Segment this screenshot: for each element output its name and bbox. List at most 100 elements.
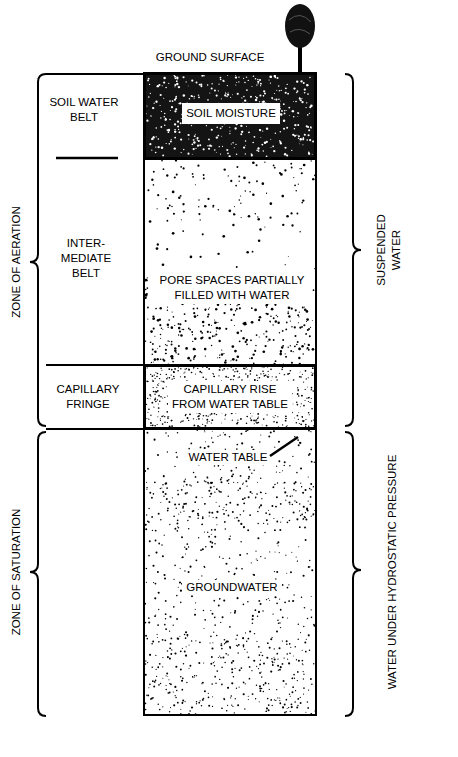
speckle <box>239 376 241 378</box>
speckle <box>275 320 277 322</box>
speckle <box>154 399 156 401</box>
speckle <box>153 493 155 495</box>
speckle <box>180 602 182 604</box>
speckle <box>307 618 308 619</box>
speckle <box>301 202 303 204</box>
speckle <box>252 415 253 417</box>
speckle <box>304 92 306 94</box>
speckle <box>176 77 178 79</box>
speckle <box>300 632 301 633</box>
speckle <box>313 289 315 291</box>
speckle <box>198 702 200 704</box>
speckle <box>251 473 252 474</box>
speckle <box>168 319 170 321</box>
speckle <box>311 609 312 610</box>
speckle <box>276 653 278 655</box>
speckle <box>148 96 150 98</box>
tree <box>285 4 315 72</box>
speckle <box>219 357 220 358</box>
speckle <box>297 698 299 700</box>
speckle <box>194 96 195 97</box>
speckle <box>295 190 297 192</box>
speckle <box>305 333 307 335</box>
speckle <box>171 420 173 422</box>
speckle <box>254 633 255 634</box>
speckle <box>264 93 266 95</box>
speckle <box>247 369 248 370</box>
speckle <box>264 161 265 162</box>
speckle <box>178 86 180 88</box>
speckle <box>169 119 171 121</box>
speckle <box>299 423 300 424</box>
speckle <box>162 263 165 266</box>
speckle <box>174 76 176 78</box>
speckle <box>265 512 267 514</box>
speckle <box>214 465 215 466</box>
speckle <box>282 224 284 226</box>
speckle <box>193 308 195 310</box>
speckle <box>290 320 291 321</box>
speckle <box>214 543 216 545</box>
speckle <box>266 306 267 307</box>
speckle <box>160 94 162 96</box>
speckle <box>211 129 213 131</box>
speckle <box>168 83 169 84</box>
hydrostatic-brace <box>345 432 361 716</box>
speckle <box>264 532 266 534</box>
speckle <box>276 422 278 424</box>
speckle <box>145 635 147 637</box>
speckle <box>296 135 297 136</box>
speckle <box>204 619 206 621</box>
speckle <box>155 669 156 670</box>
speckle <box>225 328 227 330</box>
speckle <box>307 386 308 388</box>
speckle <box>246 126 247 127</box>
speckle <box>174 110 176 112</box>
speckle <box>167 207 169 209</box>
speckle <box>261 144 263 146</box>
speckle <box>296 422 298 423</box>
speckle <box>302 307 304 309</box>
soil-layer-band: SOIL MOISTURE <box>143 72 317 160</box>
speckle <box>195 373 196 374</box>
speckle <box>261 498 262 499</box>
speckle <box>313 419 314 420</box>
speckle <box>307 347 309 349</box>
speckle <box>256 97 258 99</box>
speckle <box>165 119 167 121</box>
speckle <box>231 668 233 670</box>
speckle <box>153 171 155 173</box>
speckle <box>214 413 216 415</box>
speckle <box>285 110 286 111</box>
speckle <box>257 418 259 420</box>
speckle <box>160 117 162 118</box>
speckle <box>198 415 200 417</box>
speckle <box>218 657 219 658</box>
speckle <box>225 563 227 565</box>
speckle <box>152 375 154 377</box>
speckle <box>286 322 288 324</box>
speckle <box>260 434 261 435</box>
speckle <box>305 425 306 426</box>
speckle <box>230 536 231 537</box>
speckle <box>188 369 190 371</box>
speckle <box>305 424 307 426</box>
speckle <box>198 96 200 98</box>
speckle <box>304 306 305 307</box>
speckle <box>178 196 180 198</box>
speckle <box>302 353 304 355</box>
speckle <box>193 367 194 368</box>
speckle <box>253 420 255 422</box>
speckle <box>278 98 280 99</box>
speckle <box>282 339 284 341</box>
speckle <box>230 304 231 305</box>
speckle <box>235 76 237 78</box>
speckle <box>174 177 176 179</box>
speckle <box>215 333 217 335</box>
speckle <box>148 78 150 80</box>
speckle <box>313 486 314 487</box>
speckle <box>232 473 234 475</box>
speckle <box>155 308 157 310</box>
speckle <box>243 96 245 98</box>
speckle <box>234 350 237 353</box>
